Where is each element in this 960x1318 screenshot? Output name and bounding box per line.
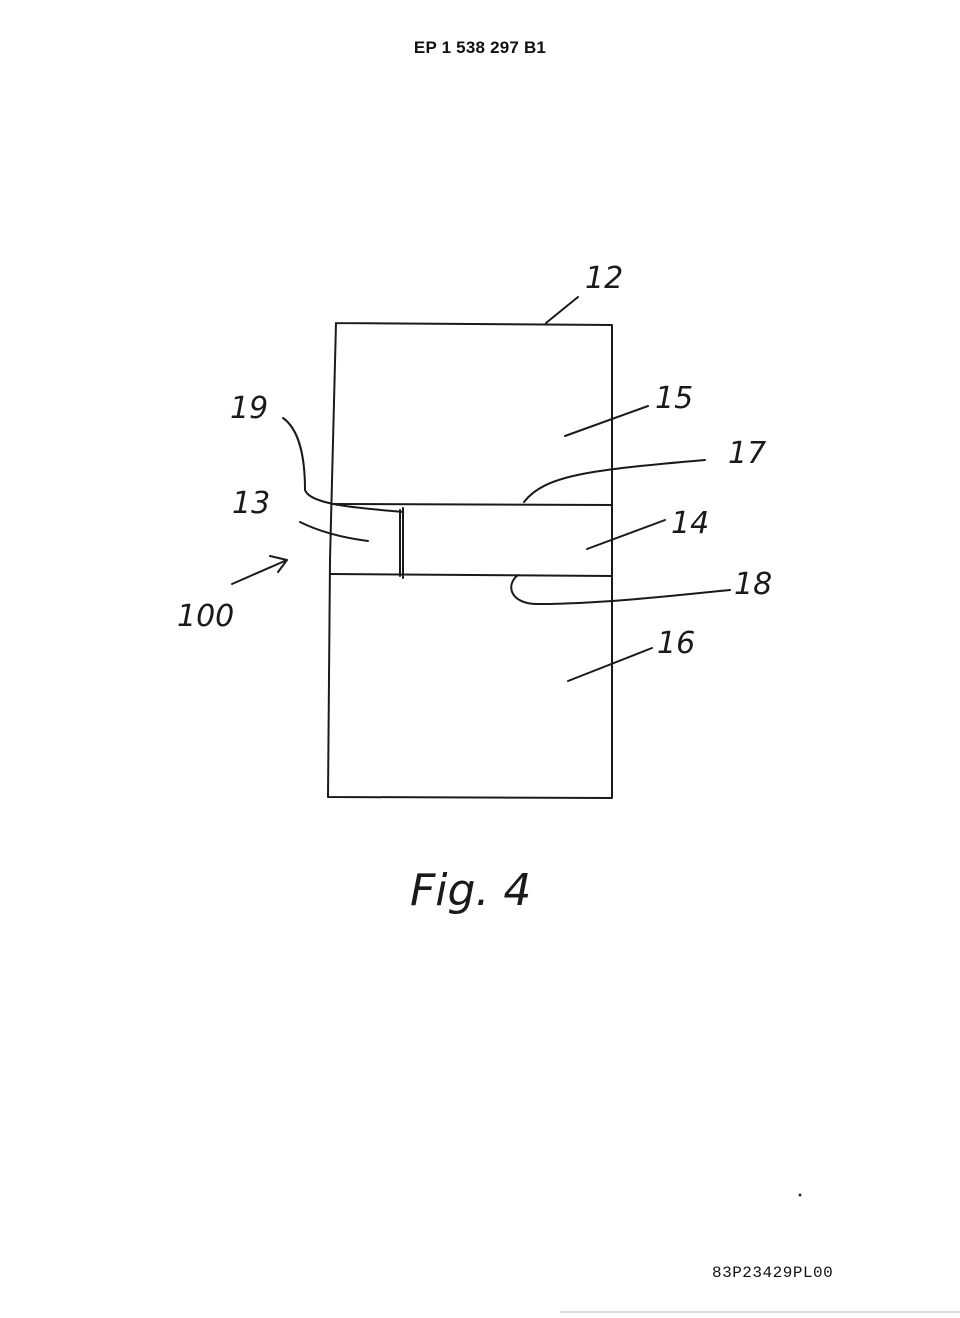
arrow-100 xyxy=(231,555,288,585)
leader-16 xyxy=(567,647,653,682)
ref-label-13: 13 xyxy=(232,486,270,521)
ref-label-16: 16 xyxy=(657,626,695,661)
divider-element xyxy=(399,507,404,579)
upper-interface-line xyxy=(330,503,613,506)
ref-label-15: 15 xyxy=(655,381,693,416)
outer-housing xyxy=(327,322,613,799)
scan-dot xyxy=(798,1193,802,1197)
leader-14 xyxy=(586,519,666,550)
leader-13 xyxy=(299,521,369,542)
publication-number: EP 1 538 297 B1 xyxy=(413,38,547,57)
ref-label-14: 14 xyxy=(671,506,709,541)
leader-19 xyxy=(282,417,404,513)
lower-interface-line xyxy=(329,573,613,577)
leader-17 xyxy=(523,459,706,503)
leader-12 xyxy=(545,296,579,324)
ref-label-12: 12 xyxy=(585,261,623,296)
leader-18 xyxy=(510,574,731,606)
ref-label-100: 100 xyxy=(177,599,234,634)
ref-label-17: 17 xyxy=(728,436,766,471)
document-code: 83P23429PL00 xyxy=(712,1264,834,1282)
leader-15 xyxy=(564,405,649,437)
ref-label-18: 18 xyxy=(734,567,772,602)
ref-label-19: 19 xyxy=(230,391,268,426)
figure-caption: Fig. 4 xyxy=(410,865,531,916)
